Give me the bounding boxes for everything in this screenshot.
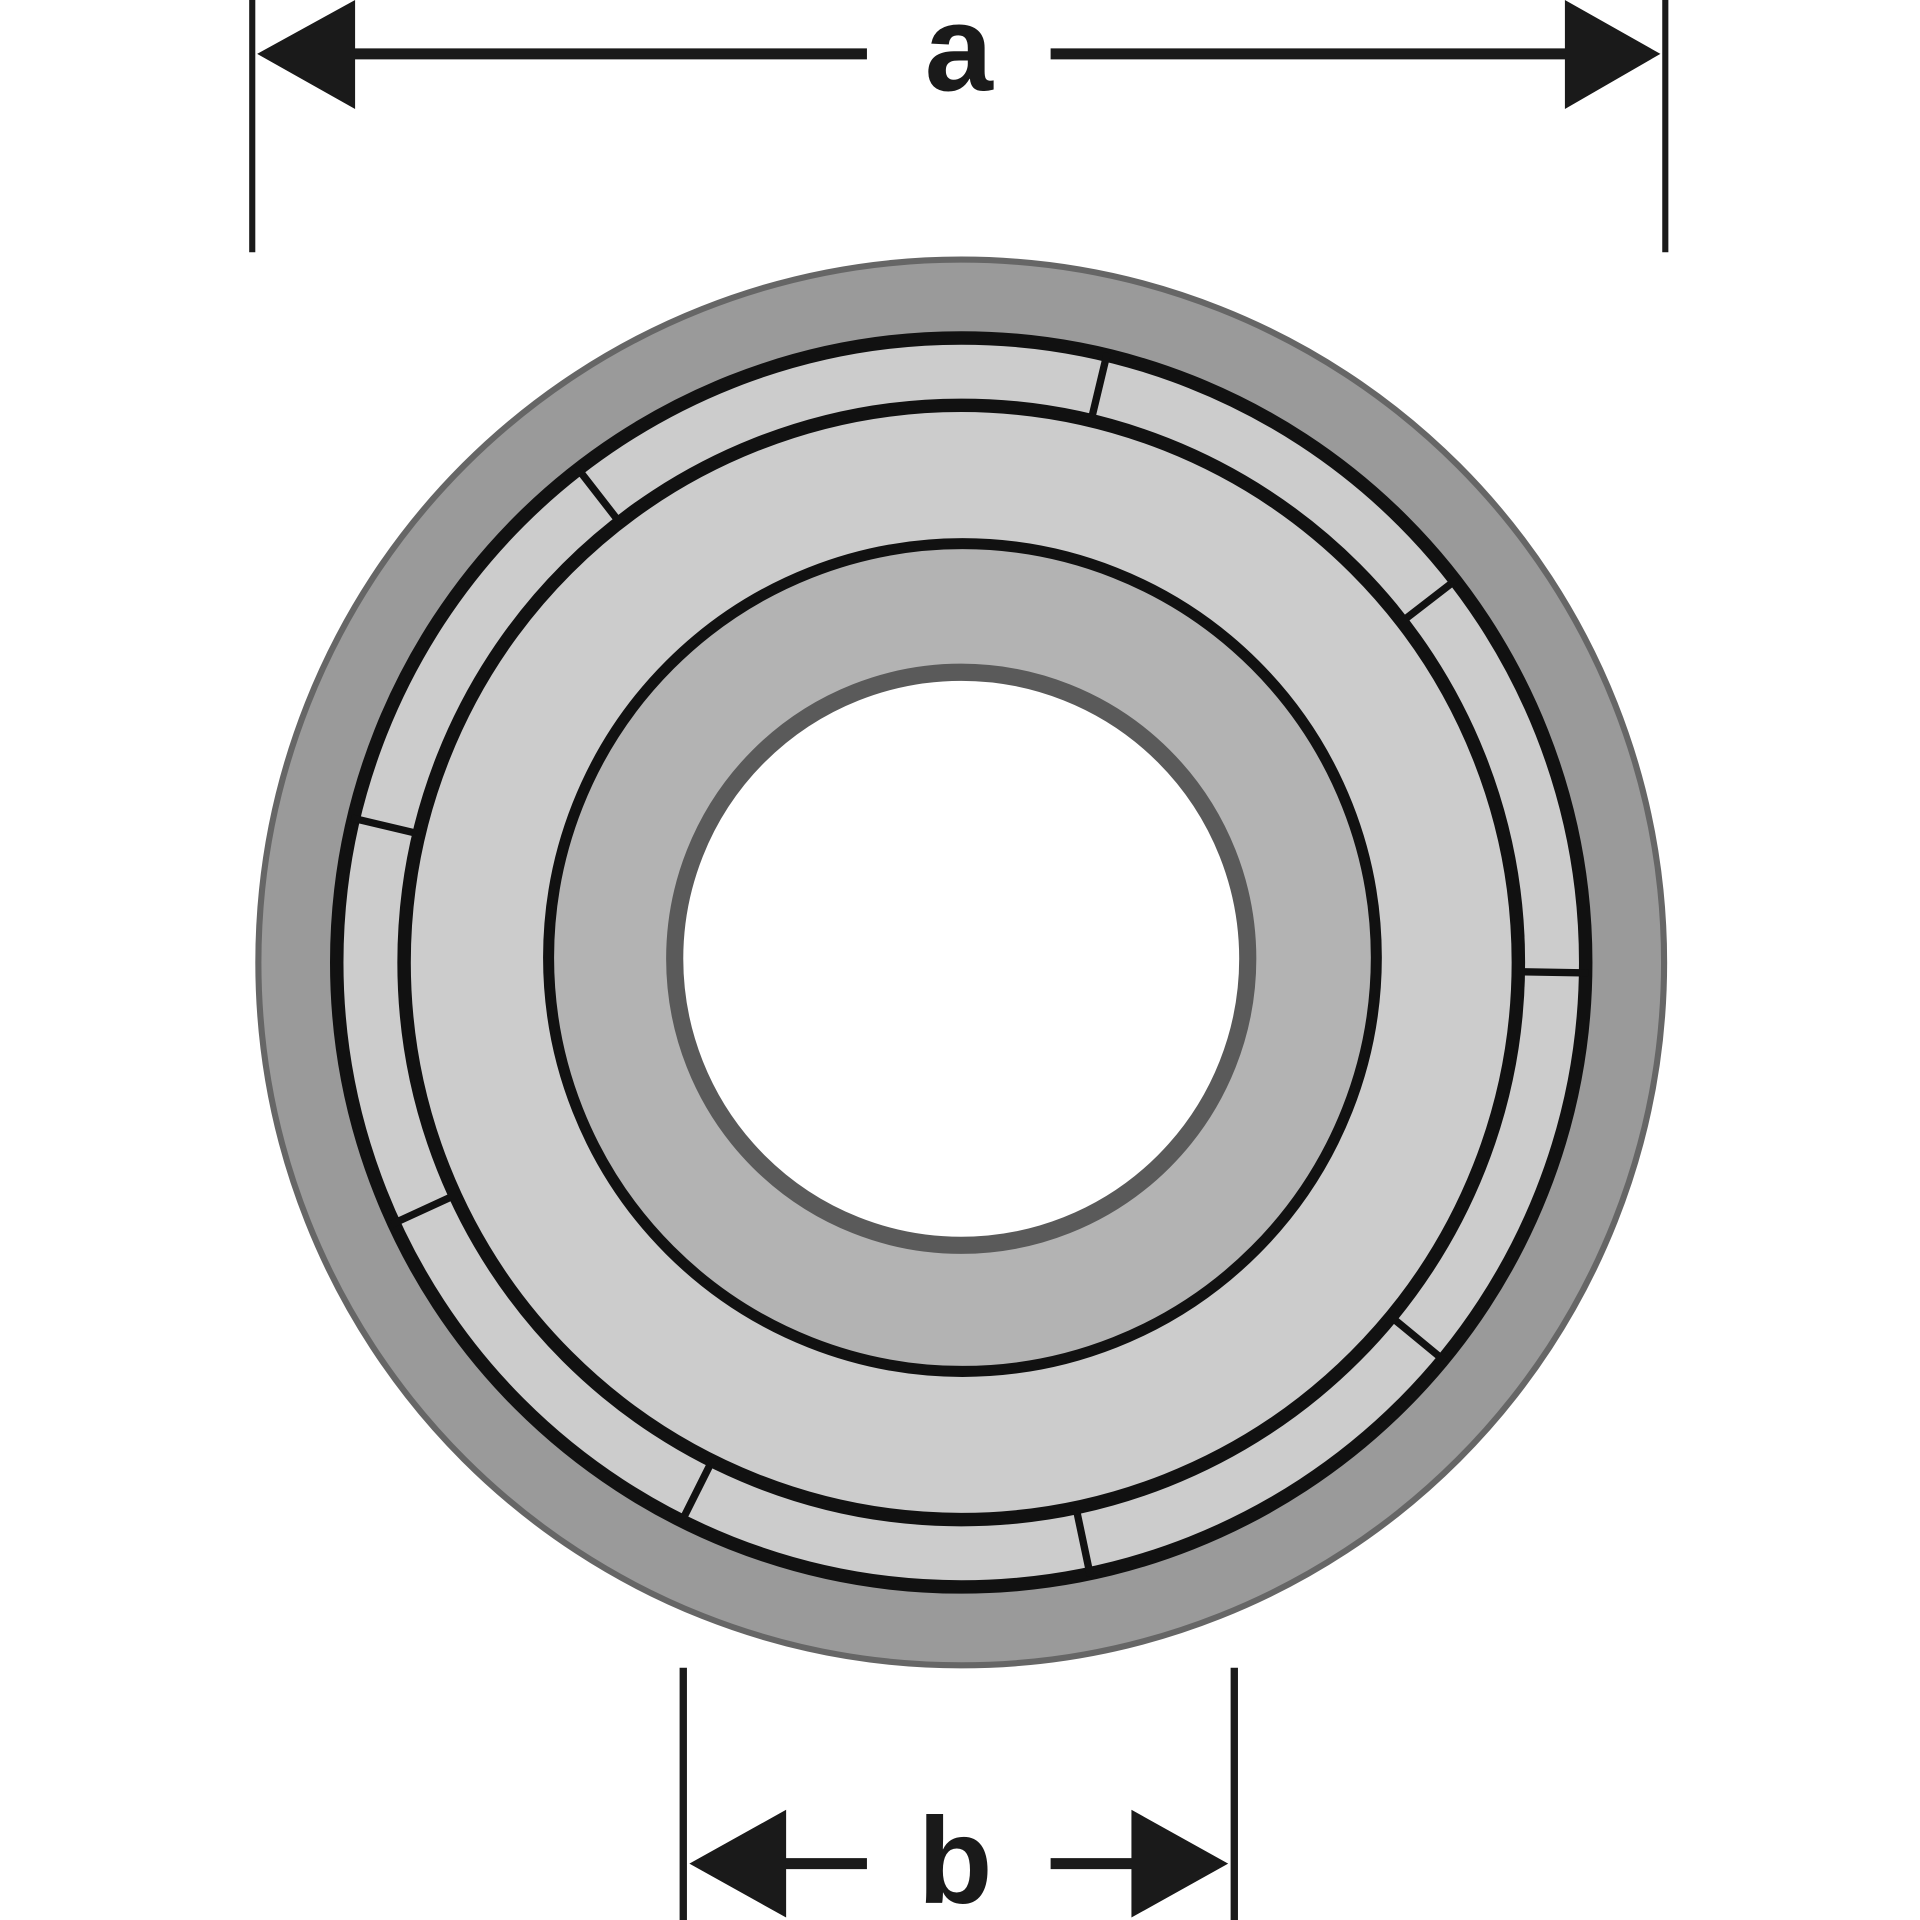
label-b: b [918, 1792, 993, 1920]
arrow-left-icon [689, 1809, 787, 1918]
dimension-b [679, 1667, 1238, 1920]
arrow-right-icon [1131, 1809, 1229, 1918]
dimension-a [249, 0, 1669, 253]
arrow-right-icon [1564, 0, 1661, 109]
bore-edge [666, 663, 1257, 1254]
arrow-left-icon [257, 0, 356, 109]
bearing [255, 256, 1668, 1669]
label-a: a [925, 0, 994, 117]
